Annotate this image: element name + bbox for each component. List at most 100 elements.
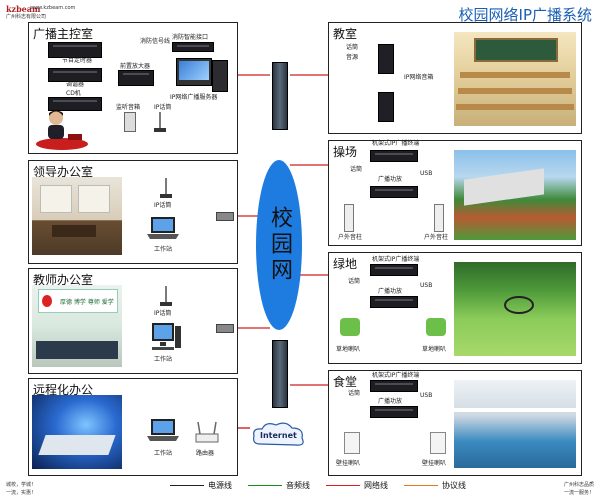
- legend-item-audio: 音频线: [248, 480, 310, 491]
- network-label: 校园网: [267, 206, 292, 284]
- footer-left-line1: 城校，学城！: [6, 482, 37, 488]
- canteen-photo: [454, 380, 576, 468]
- campus-network-cloud: 校园网: [256, 160, 302, 330]
- timer-device: [48, 42, 102, 58]
- panel-title: 远程化办公: [33, 383, 94, 397]
- remote-office-photo: [32, 395, 122, 469]
- playground-terminal-label: 机架式IP广播终端: [372, 140, 420, 147]
- core-switch-top: [272, 62, 288, 130]
- timer-label: 节目定时器: [62, 57, 93, 64]
- fire-interface-label: 消防智能接口: [172, 34, 209, 41]
- brand-cn: 广州科志有限公司: [6, 14, 47, 20]
- teacher-workstation-label: 工作站: [154, 356, 173, 363]
- classroom-speaker-label: IP网络音箱: [404, 74, 434, 81]
- fire-interface-device: [172, 42, 214, 52]
- playground-amp-label: 广播功放: [378, 176, 403, 183]
- panel-title: 领导办公室: [33, 165, 94, 179]
- playground-column-left: [344, 204, 354, 232]
- internet-cloud-icon: [253, 422, 304, 446]
- canteen-terminal-device: [370, 380, 418, 392]
- playground-amp-device: [370, 186, 418, 198]
- ip-server-label: IP网络广播服务器: [170, 94, 218, 101]
- leader-office-photo: [32, 177, 122, 255]
- server-monitor: [176, 58, 212, 86]
- teacher-office-photo: 厚德 博学 尊师 爱学: [32, 285, 122, 367]
- playground-mic-label: 话筒: [350, 166, 363, 173]
- playground-speaker-left-label: 户外音柱: [338, 234, 363, 241]
- remote-workstation-label: 工作站: [154, 450, 173, 457]
- canteen-speaker-right-label: 壁挂喇叭: [422, 460, 447, 467]
- classroom-speaker-1: [378, 44, 394, 74]
- teacher-mic-icon: [160, 286, 172, 306]
- canteen-terminal-label: 机架式IP广播终端: [372, 372, 420, 379]
- lawn-speaker-right-label: 草地喇叭: [422, 346, 447, 353]
- lawn-speaker-right-icon: [426, 318, 446, 336]
- playground-photo: [454, 150, 576, 240]
- cd-device: [48, 97, 102, 111]
- paging-mic-label: IP话筒: [154, 104, 172, 111]
- tuner-device: [48, 68, 102, 82]
- leader-switch-icon: [216, 212, 234, 221]
- canteen-speaker-right-icon: [430, 432, 446, 454]
- legend-item-network: 网络线: [326, 480, 388, 491]
- announcer-figure: [36, 110, 88, 150]
- panel-title: 操场: [333, 145, 358, 159]
- header-url: www.kzbeam.com: [30, 5, 76, 11]
- playground-speaker-right-label: 户外音柱: [424, 234, 449, 241]
- teacher-banner: 厚德 博学 尊师 爱学: [60, 299, 114, 306]
- remote-laptop-icon: [147, 419, 179, 441]
- canteen-amp-label: 广播功放: [378, 398, 403, 405]
- router-label: 路由器: [196, 450, 215, 457]
- leader-workstation-label: 工作站: [154, 246, 173, 253]
- page-title: 校园网络IP广播系统: [458, 6, 592, 24]
- teacher-pc-icon: [152, 323, 181, 350]
- playground-column-right: [434, 204, 444, 232]
- teacher-mic-label: IP话筒: [154, 310, 172, 317]
- leader-mic-icon: [160, 178, 172, 198]
- paging-mic-icon: [154, 112, 166, 132]
- monitor-speaker-label: 监听音箱: [116, 104, 141, 111]
- monitor-speaker-icon: [124, 112, 136, 132]
- canteen-speaker-left-icon: [344, 432, 360, 454]
- cd-label: CD机: [66, 90, 81, 97]
- classroom-photo: [454, 32, 576, 126]
- playground-terminal-device: [370, 150, 418, 162]
- internet-label: Internet: [260, 431, 297, 440]
- lawn-photo: [454, 262, 576, 356]
- fire-signal-label: 消防信号线: [140, 38, 171, 45]
- server-tower: [212, 60, 228, 92]
- legend-item-power: 电源线: [170, 480, 232, 491]
- footer-right-line1: 广州科志品质: [563, 482, 594, 488]
- canteen-speaker-left-label: 壁挂喇叭: [336, 460, 361, 467]
- lawn-usb-label: USB: [420, 282, 433, 289]
- router-icon: [195, 421, 219, 443]
- brand-name: kzbeam: [6, 4, 41, 14]
- footer-right-line2: 一流一服务！: [563, 490, 594, 496]
- tuner-label: 调谐器: [66, 81, 85, 88]
- lawn-amp-device: [370, 296, 418, 308]
- teacher-switch-icon: [216, 324, 234, 333]
- footer-left-line2: 一流，实惠！: [6, 490, 37, 496]
- leader-mic-label: IP话筒: [154, 202, 172, 209]
- classroom-mic-label: 话筒: [346, 44, 359, 51]
- brand-logo: kzbeam 广州科志有限公司: [6, 4, 76, 20]
- panel-title: 食堂: [333, 375, 358, 389]
- lawn-terminal-label: 机架式IP广播终端: [372, 256, 420, 263]
- lawn-speaker-left-label: 草地喇叭: [336, 346, 361, 353]
- lawn-terminal-device: [370, 264, 418, 276]
- panel-title: 教室: [333, 27, 358, 41]
- lawn-mic-label: 话筒: [348, 278, 361, 285]
- power-amp-device: [118, 70, 154, 86]
- classroom-audio-label: 音源: [346, 54, 359, 61]
- leader-laptop-icon: [147, 217, 179, 239]
- panel-title: 教师办公室: [33, 273, 94, 287]
- playground-usb-label: USB: [420, 170, 433, 177]
- core-switch-bottom: [272, 340, 288, 408]
- lawn-speaker-left-icon: [340, 318, 360, 336]
- panel-title: 广播主控室: [33, 27, 94, 41]
- lawn-amp-label: 广播功放: [378, 288, 403, 295]
- canteen-usb-label: USB: [420, 392, 433, 399]
- legend-item-protocol: 协议线: [404, 480, 466, 491]
- panel-title: 绿地: [333, 257, 358, 271]
- canteen-amp-device: [370, 406, 418, 418]
